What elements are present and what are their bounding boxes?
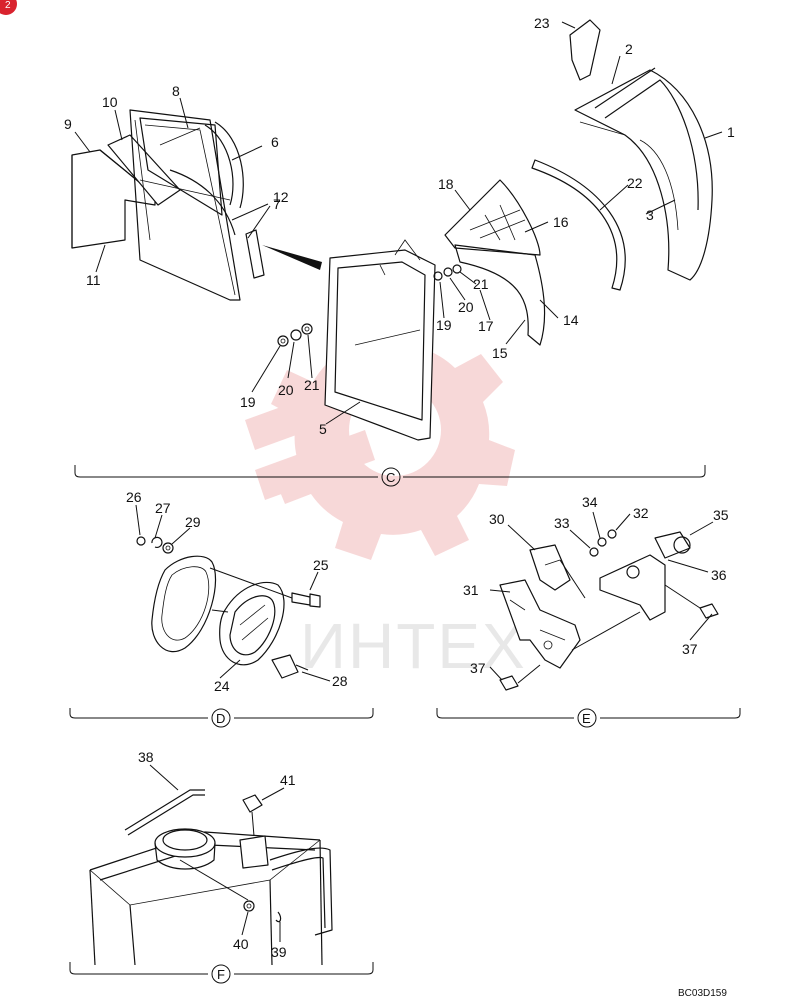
section-d-parts (69, 504, 374, 728)
callout-22: 22 (627, 175, 643, 191)
callout-2: 2 (625, 41, 633, 57)
page-badge-label: 2 (5, 0, 11, 11)
section-label-d: D (216, 711, 225, 726)
callout-27: 27 (155, 500, 171, 516)
section-e-parts (436, 511, 741, 728)
watermark-text: ИНТЕХ (300, 610, 527, 682)
callout-21-right: 21 (473, 276, 489, 292)
callout-36: 36 (711, 567, 727, 583)
callout-6: 6 (271, 134, 279, 150)
callout-28: 28 (332, 673, 348, 689)
callout-17: 17 (478, 318, 494, 334)
callout-37-left: 37 (470, 660, 486, 676)
section-label-f: F (217, 967, 225, 982)
callout-15: 15 (492, 345, 508, 361)
callout-34: 34 (582, 494, 598, 510)
section-label-e: E (582, 711, 591, 726)
callout-5: 5 (319, 421, 327, 437)
callout-32: 32 (633, 505, 649, 521)
callout-12: 12 (273, 189, 289, 205)
callout-10: 10 (102, 94, 118, 110)
callout-23: 23 (534, 15, 550, 31)
callout-24: 24 (214, 678, 230, 694)
callout-29: 29 (185, 514, 201, 530)
callout-20-left: 20 (278, 382, 294, 398)
callout-33: 33 (554, 515, 570, 531)
section-label-c: C (386, 470, 395, 485)
callout-31: 31 (463, 582, 479, 598)
callout-37-right: 37 (682, 641, 698, 657)
callout-26: 26 (126, 489, 142, 505)
callout-19-left: 19 (240, 394, 256, 410)
callout-19-right: 19 (436, 317, 452, 333)
callout-7: 7 (273, 196, 281, 212)
callout-labels: 1 2 3 5 6 7 8 9 10 11 12 14 15 16 17 18 … (64, 15, 735, 960)
callout-40: 40 (233, 936, 249, 952)
drawing-code: BC03D159 (678, 988, 727, 999)
callout-41: 41 (280, 772, 296, 788)
callout-35: 35 (713, 507, 729, 523)
callout-21-left: 21 (304, 377, 320, 393)
page-badge: 2 (0, 0, 17, 15)
callout-16: 16 (553, 214, 569, 230)
callout-25: 25 (313, 557, 329, 573)
callout-8: 8 (172, 83, 180, 99)
callout-11: 11 (86, 272, 101, 288)
callout-9: 9 (64, 116, 72, 132)
callout-38: 38 (138, 749, 154, 765)
callout-1: 1 (727, 124, 735, 140)
callout-30: 30 (489, 511, 505, 527)
callout-39: 39 (271, 944, 287, 960)
callout-3: 3 (646, 207, 654, 223)
callout-14: 14 (563, 312, 579, 328)
callout-18: 18 (438, 176, 454, 192)
section-c-parts (71, 19, 723, 487)
callout-20-right: 20 (458, 299, 474, 315)
section-f-parts (69, 764, 374, 984)
